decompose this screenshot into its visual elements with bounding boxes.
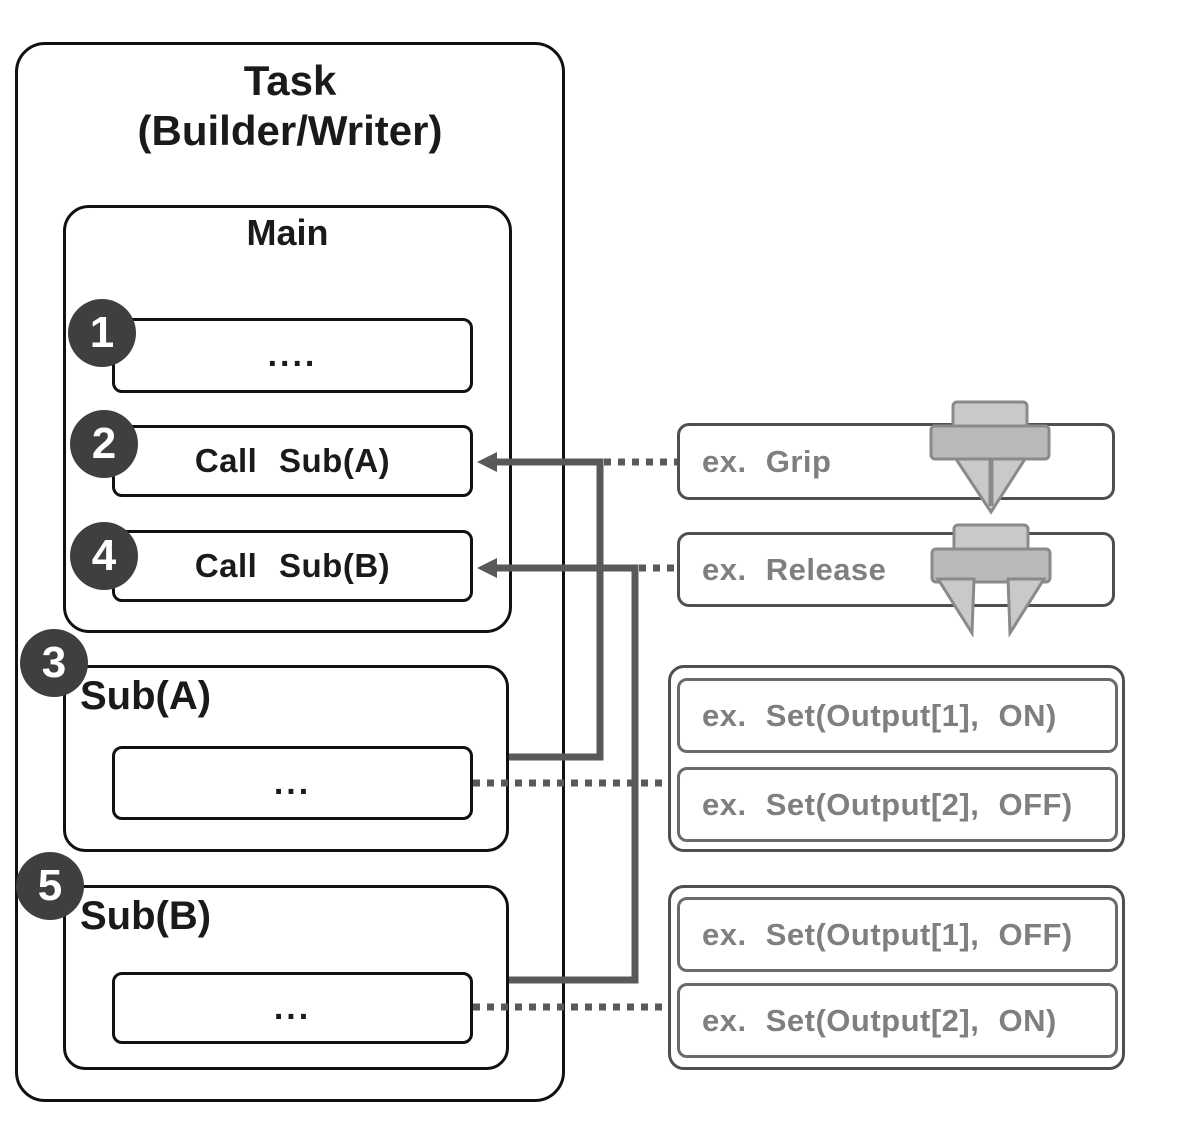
subB-example-1-box: ex. Set(Output[1], OFF)	[677, 897, 1118, 972]
subA-example-2-label: ex. Set(Output[2], OFF)	[702, 786, 1073, 822]
step-badge-2: 2	[70, 410, 138, 478]
step-badge-1: 1	[68, 299, 136, 367]
step-badge-4: 4	[70, 522, 138, 590]
subA-example-2-box: ex. Set(Output[2], OFF)	[677, 767, 1118, 842]
example-release-label: ex. Release	[702, 551, 887, 587]
subB-example-1-label: ex. Set(Output[1], OFF)	[702, 916, 1073, 952]
subB-body-label: ...	[273, 988, 312, 1027]
call-subB-label: Call Sub(B)	[194, 547, 391, 584]
subA-example-1-box: ex. Set(Output[1], ON)	[677, 678, 1118, 753]
call-subA-label: Call Sub(A)	[194, 442, 391, 479]
task-title-line2: (Builder/Writer)	[137, 107, 443, 154]
subB-body-box: ...	[112, 972, 473, 1044]
subB-example-2-box: ex. Set(Output[2], ON)	[677, 983, 1118, 1058]
main-step-call-subB-box: Call Sub(B)	[112, 530, 473, 602]
main-title: Main	[246, 212, 329, 253]
subA-title: Sub(A)	[80, 674, 212, 718]
subB-example-2-label: ex. Set(Output[2], ON)	[702, 1002, 1057, 1038]
step-badge-3: 3	[20, 629, 88, 697]
step-badge-5: 5	[16, 852, 84, 920]
task-title: Task (Builder/Writer)	[15, 56, 565, 156]
subA-body-box: ...	[112, 746, 473, 820]
main-step-1-box: ....	[112, 318, 473, 393]
main-step-1-label: ....	[267, 336, 318, 374]
example-grip-box: ex. Grip	[677, 423, 1115, 500]
main-step-call-subA-box: Call Sub(A)	[112, 425, 473, 497]
subA-example-1-label: ex. Set(Output[1], ON)	[702, 697, 1057, 733]
subB-title: Sub(B)	[80, 894, 212, 938]
subA-body-label: ...	[273, 763, 312, 802]
task-title-line1: Task	[243, 57, 337, 104]
example-grip-label: ex. Grip	[702, 443, 832, 479]
example-release-box: ex. Release	[677, 532, 1115, 607]
